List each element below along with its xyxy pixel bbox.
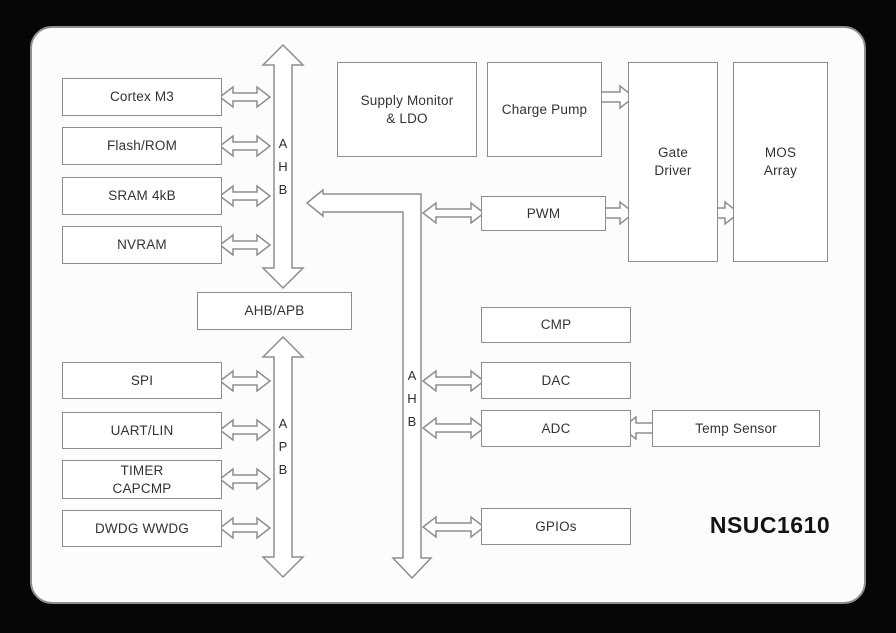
chip-name-label: NSUC1610 <box>709 511 831 538</box>
block-gpios: GPIOs <box>481 508 631 545</box>
block-dwdg-wwdg: DWDG WWDG <box>62 510 222 547</box>
bus-label-ahb-left: A H B <box>278 136 288 197</box>
block-cmp: CMP <box>481 307 631 343</box>
bus-label-apb: A P B <box>278 416 288 477</box>
bus-label-ahb-right: A H B <box>407 368 417 429</box>
block-charge-pump: Charge Pump <box>487 62 602 157</box>
block-nvram: NVRAM <box>62 226 222 264</box>
block-pwm: PWM <box>481 196 606 231</box>
block-timer-capcmp: TIMER CAPCMP <box>62 460 222 499</box>
block-gate-driver: Gate Driver <box>628 62 718 262</box>
block-supply-monitor-ldo: Supply Monitor & LDO <box>337 62 477 157</box>
block-dac: DAC <box>481 362 631 399</box>
block-ahb-apb-bridge: AHB/APB <box>197 292 352 330</box>
block-mos-array: MOS Array <box>733 62 828 262</box>
block-sram-4kb: SRAM 4kB <box>62 177 222 215</box>
block-adc: ADC <box>481 410 631 447</box>
block-temp-sensor: Temp Sensor <box>652 410 820 447</box>
block-flash-rom: Flash/ROM <box>62 127 222 165</box>
block-uart-lin: UART/LIN <box>62 412 222 449</box>
block-spi: SPI <box>62 362 222 399</box>
block-cortex-m3: Cortex M3 <box>62 78 222 116</box>
